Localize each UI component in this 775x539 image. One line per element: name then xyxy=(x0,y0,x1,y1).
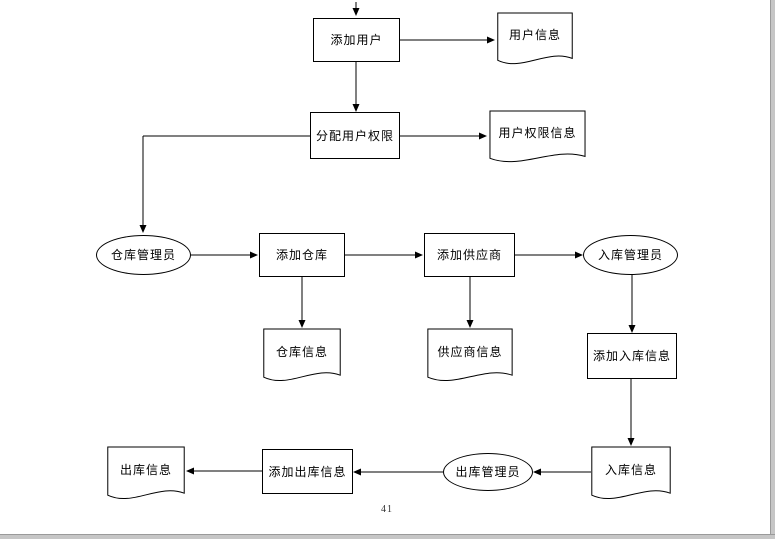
node-add-warehouse-label: 添加仓库 xyxy=(275,248,328,262)
node-inbound-info-label: 入库信息 xyxy=(604,462,657,477)
edge-add-warehouse-to-add-supplier xyxy=(345,251,423,259)
node-permission-info: 用户权限信息 xyxy=(489,110,586,168)
node-outbound-admin-label: 出库管理员 xyxy=(455,465,521,479)
window-edge-right xyxy=(770,0,775,539)
node-supplier-info-label: 供应商信息 xyxy=(437,344,503,359)
node-add-warehouse: 添加仓库 xyxy=(259,233,345,277)
page-number: 41 xyxy=(381,504,393,515)
document-shape-icon xyxy=(427,328,513,387)
node-assign-permission-label: 分配用户权限 xyxy=(315,128,394,143)
node-add-outbound-info-label: 添加出库信息 xyxy=(268,464,347,479)
node-add-supplier: 添加供应商 xyxy=(424,233,515,277)
node-add-user-label: 添加用户 xyxy=(330,33,383,47)
node-warehouse-info-label: 仓库信息 xyxy=(275,344,328,359)
edge-add-user-to-assign-permission xyxy=(352,62,360,112)
edge-add-warehouse-to-warehouse-info xyxy=(298,277,306,328)
edge-add-user-to-user-info xyxy=(400,36,495,44)
edge-outbound-admin-to-add-outbound-info xyxy=(353,468,443,476)
document-shape-icon xyxy=(489,110,586,168)
edge-assign-permission-to-permission-info xyxy=(400,132,487,140)
edge-add-inbound-info-to-inbound-info xyxy=(627,379,635,446)
node-assign-permission: 分配用户权限 xyxy=(310,112,400,159)
window-edge-bottom xyxy=(0,534,775,539)
node-add-outbound-info: 添加出库信息 xyxy=(262,449,353,494)
edge-start-to-add-user xyxy=(352,2,360,16)
node-add-inbound-info: 添加入库信息 xyxy=(587,333,677,379)
node-outbound-info: 出库信息 xyxy=(107,446,185,505)
node-user-info-label: 用户信息 xyxy=(508,28,561,42)
node-warehouse-info: 仓库信息 xyxy=(263,328,341,387)
node-outbound-info-label: 出库信息 xyxy=(119,462,172,477)
edge-add-outbound-info-to-outbound-info xyxy=(186,467,262,475)
document-shape-icon xyxy=(107,446,185,505)
edge-inbound-admin-to-add-inbound-info xyxy=(628,275,636,333)
document-shape-icon xyxy=(263,328,341,387)
node-add-supplier-label: 添加供应商 xyxy=(436,248,502,262)
edge-warehouse-admin-to-add-warehouse xyxy=(191,251,258,259)
edge-assign-permission-to-warehouse-admin xyxy=(139,135,310,233)
document-shape-icon xyxy=(591,446,671,505)
edge-inbound-info-to-outbound-admin xyxy=(533,468,591,476)
node-inbound-info: 入库信息 xyxy=(591,446,671,505)
node-warehouse-admin: 仓库管理员 xyxy=(96,235,191,275)
document-shape-icon xyxy=(497,12,573,70)
node-user-info: 用户信息 xyxy=(497,12,573,70)
edge-add-supplier-to-inbound-admin xyxy=(515,251,583,259)
edge-add-supplier-to-supplier-info xyxy=(466,277,474,328)
node-add-user: 添加用户 xyxy=(313,18,400,62)
node-permission-info-label: 用户权限信息 xyxy=(498,126,577,140)
node-outbound-admin: 出库管理员 xyxy=(443,453,533,491)
node-supplier-info: 供应商信息 xyxy=(427,328,513,387)
node-inbound-admin: 入库管理员 xyxy=(583,235,678,275)
node-add-inbound-info-label: 添加入库信息 xyxy=(592,349,671,363)
node-inbound-admin-label: 入库管理员 xyxy=(597,248,663,262)
node-warehouse-admin-label: 仓库管理员 xyxy=(110,248,176,262)
